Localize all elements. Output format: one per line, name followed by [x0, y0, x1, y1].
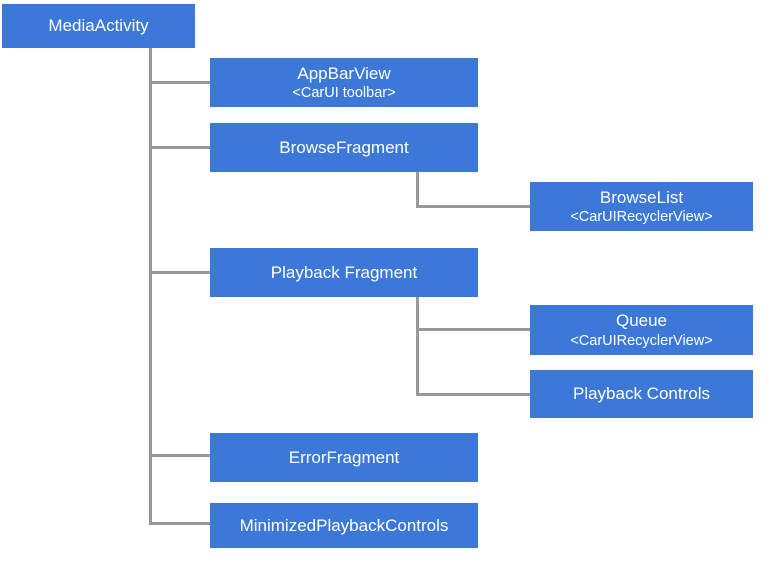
node-app-bar-view-label: AppBarView: [297, 63, 391, 83]
node-queue-label: Queue: [615, 311, 668, 331]
connector-playbackchildren-vertical: [416, 297, 419, 396]
connector-trunk: [149, 48, 152, 525]
node-error-fragment: ErrorFragment: [210, 433, 478, 482]
node-playback-fragment: Playback Fragment: [210, 248, 478, 297]
node-minimized-playback-controls: MinimizedPlaybackControls: [210, 503, 478, 548]
node-playback-controls-label: Playback Controls: [572, 384, 710, 404]
node-minimized-playback-controls-label: MinimizedPlaybackControls: [239, 515, 449, 535]
node-media-activity-label: MediaActivity: [48, 16, 149, 36]
node-app-bar-view-sublabel: <CarUI toolbar>: [292, 85, 396, 102]
node-browse-list-sublabel: <CarUIRecyclerView>: [570, 209, 713, 226]
connector-branch-minimizedplaybackcontrols: [149, 522, 210, 525]
connector-branch-browsefragment: [149, 146, 210, 149]
node-error-fragment-label: ErrorFragment: [288, 447, 400, 467]
connector-queue-horizontal: [416, 328, 530, 331]
node-queue: Queue <CarUIRecyclerView>: [530, 305, 753, 355]
connector-branch-playbackfragment: [149, 271, 210, 274]
node-playback-controls: Playback Controls: [530, 370, 753, 418]
node-browse-fragment: BrowseFragment: [210, 123, 478, 172]
connector-branch-appbarview: [149, 81, 210, 84]
connector-playbackcontrols-horizontal: [416, 393, 530, 396]
node-media-activity: MediaActivity: [2, 4, 195, 48]
connector-branch-errorfragment: [149, 454, 210, 457]
connector-browselist-vertical: [416, 172, 419, 208]
node-app-bar-view: AppBarView <CarUI toolbar>: [210, 58, 478, 107]
node-browse-list: BrowseList <CarUIRecyclerView>: [530, 182, 753, 231]
node-playback-fragment-label: Playback Fragment: [270, 262, 418, 282]
node-browse-fragment-label: BrowseFragment: [279, 137, 409, 157]
connector-browselist-horizontal: [416, 205, 530, 208]
node-browse-list-label: BrowseList: [599, 187, 684, 207]
node-queue-sublabel: <CarUIRecyclerView>: [570, 332, 713, 349]
